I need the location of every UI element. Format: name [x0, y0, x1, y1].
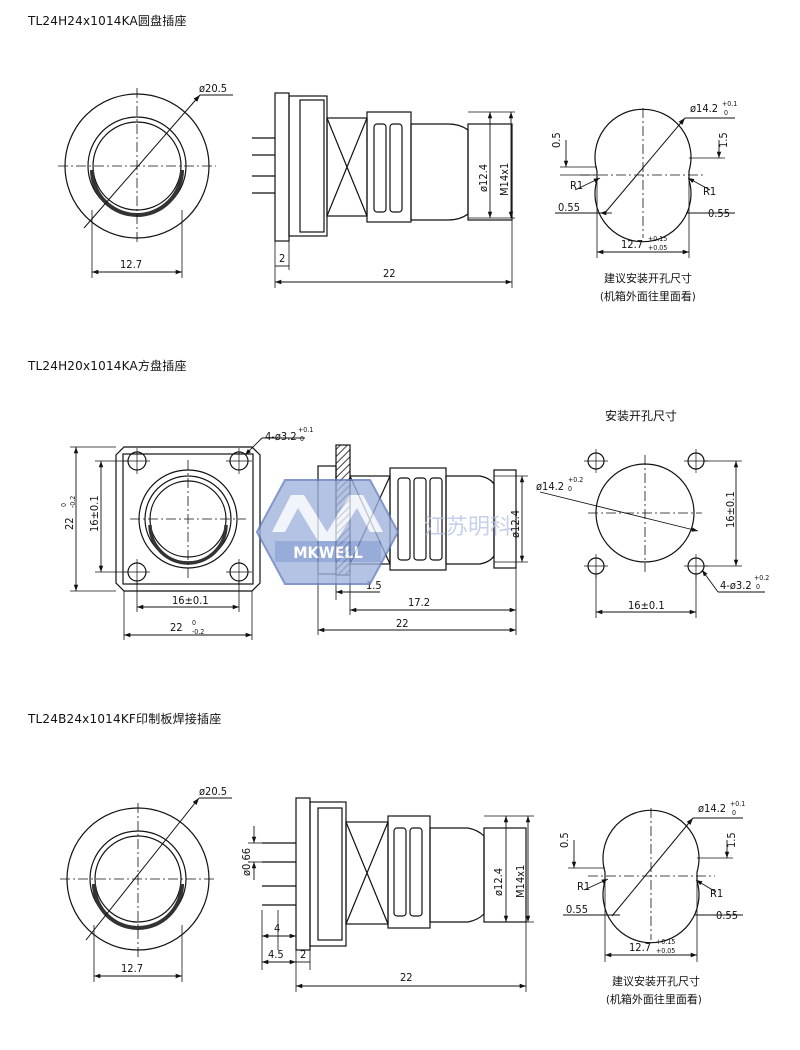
- dimension-label: 0: [300, 435, 304, 443]
- s3-note-1: 建议安装开孔尺寸: [612, 974, 700, 988]
- s1-side-thread: M14x1: [498, 163, 511, 196]
- section3-cutout: [563, 808, 743, 962]
- dimension-label: +0.2: [754, 574, 769, 582]
- s1-side-length: 22: [383, 267, 396, 280]
- section1-front-view: [58, 88, 233, 278]
- section1-cutout: [555, 108, 735, 258]
- dimension-label: 17.2: [408, 596, 430, 609]
- dimension-label: 0: [732, 809, 736, 817]
- dimension-label: +0.15: [656, 938, 675, 946]
- dimension-label: +0.1: [730, 800, 745, 808]
- dimension-label: R1: [703, 185, 716, 198]
- dimension-label: ø14.2: [536, 480, 564, 493]
- dimension-label: 0: [568, 485, 572, 493]
- dimension-label: 0: [192, 619, 196, 627]
- s3-note-2: (机箱外面往里面看): [606, 992, 702, 1006]
- watermark-logo-text: MKWELL: [293, 543, 363, 562]
- s1-side-flange: 2: [279, 252, 285, 265]
- s1-front-dia: ø20.5: [199, 82, 227, 95]
- dimension-label: -0.2: [69, 496, 77, 508]
- dimension-label: 0: [756, 583, 760, 591]
- section3-front-view: [60, 797, 232, 982]
- dimension-label: 0: [724, 109, 728, 117]
- dimension-label: 0.55: [566, 903, 588, 916]
- dimension-label: 0.5: [558, 832, 571, 848]
- dimension-label: 4-ø3.2: [720, 579, 752, 592]
- dimension-label: ø12.4: [492, 868, 505, 896]
- dimension-label: ø0.66: [240, 848, 253, 876]
- s1-cut-dia: ø14.2: [690, 102, 718, 115]
- section2-front-view: [70, 437, 305, 640]
- dimension-label: M14x1: [514, 865, 527, 898]
- section2-title: TL24H20x1014KA方盘插座: [28, 359, 187, 373]
- s1-note-1: 建议安装开孔尺寸: [604, 271, 692, 285]
- dimension-label: 22: [63, 517, 76, 530]
- s2-cut-heading: 安装开孔尺寸: [605, 408, 677, 423]
- dimension-label: 16±0.1: [628, 599, 665, 612]
- s1-side-dia: ø12.4: [477, 164, 490, 192]
- dimension-label: R1: [710, 887, 723, 900]
- section1-title: TL24H24x1014KA圆盘插座: [28, 14, 187, 28]
- dimension-label: +0.05: [656, 947, 675, 955]
- dimension-label: 0.55: [716, 909, 738, 922]
- dimension-label: 1.5: [725, 832, 738, 848]
- section3-side-view: [248, 797, 534, 992]
- dimension-label: -0.2: [192, 628, 204, 636]
- dimension-label: 0.5: [550, 132, 563, 148]
- dimension-label: +0.15: [648, 235, 667, 243]
- dimension-label: 1.5: [717, 132, 730, 148]
- dimension-label: +0.1: [722, 100, 737, 108]
- dimension-label: 0: [60, 503, 68, 507]
- s1-front-width: 12.7: [120, 258, 142, 271]
- dimension-label: 4.5: [268, 948, 284, 961]
- dimension-label: 4: [274, 922, 280, 935]
- dimension-label: 22: [400, 971, 413, 984]
- dimension-label: ø14.2: [698, 802, 726, 815]
- dimension-label: 16±0.1: [724, 491, 737, 528]
- s1-note-2: (机箱外面往里面看): [600, 289, 696, 303]
- dimension-label: ø12.4: [509, 510, 522, 538]
- dimension-label: 12.7: [621, 238, 643, 251]
- section1-side-view: [252, 92, 515, 288]
- dimension-label: +0.1: [298, 426, 313, 434]
- dimension-label: 16±0.1: [88, 495, 101, 532]
- dimension-label: 12.7: [629, 941, 651, 954]
- dimension-label: 0.55: [558, 201, 580, 214]
- dimension-label: 22: [396, 617, 409, 630]
- dimension-label: 12.7: [121, 962, 143, 975]
- watermark-side-text: 江苏明科: [424, 515, 512, 540]
- dimension-label: 22: [170, 621, 183, 634]
- dimension-label: R1: [570, 179, 583, 192]
- dimension-label: R1: [577, 880, 590, 893]
- dimension-label: ø20.5: [199, 785, 227, 798]
- section2-cutout: [539, 449, 765, 618]
- dimension-label: +0.2: [568, 476, 583, 484]
- dimension-label: 4-ø3.2: [265, 430, 297, 443]
- mkwell-watermark: MKWELL 江苏明科: [255, 479, 512, 585]
- dimension-label: 16±0.1: [172, 594, 209, 607]
- dimension-label: 0.55: [708, 207, 730, 220]
- dimension-label: +0.05: [648, 244, 667, 252]
- dimension-label: 2: [300, 948, 306, 961]
- section3-title: TL24B24x1014KF印制板焊接插座: [28, 712, 222, 726]
